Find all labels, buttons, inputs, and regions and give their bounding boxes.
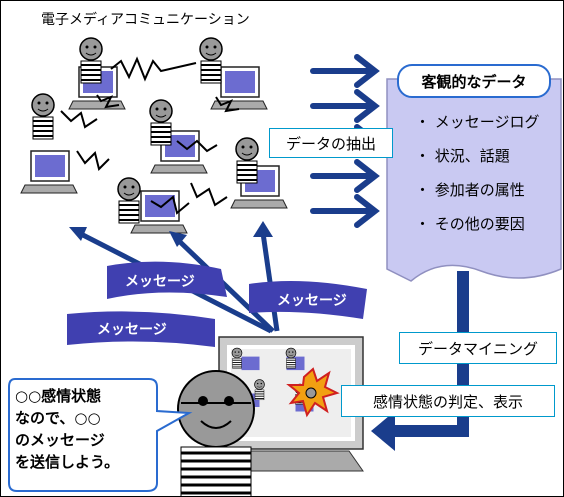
person-icon	[149, 99, 173, 146]
bubble-line: を送信しよう。	[15, 453, 120, 471]
emotion-judgment-label: 感情状態の判定、表示	[341, 385, 555, 417]
document-shape	[386, 78, 562, 282]
mining-arrow	[391, 271, 469, 437]
connection-lines	[60, 56, 240, 215]
objective-data-title: 客観的なデータ	[397, 64, 551, 98]
person-icon	[117, 177, 141, 224]
message-label: メッセージ	[277, 293, 347, 309]
bubble-line: のメッセージ	[15, 431, 105, 449]
message-flag-shape	[249, 280, 367, 319]
list-item: ・ メッセージログ	[415, 113, 540, 131]
message-label: メッセージ	[125, 274, 195, 290]
speech-bubble	[8, 378, 193, 492]
bubble-line: なので、○○	[15, 409, 101, 427]
person-icon	[79, 37, 103, 84]
speech-bubble-text: ○○感情状態 なので、○○ のメッセージ を送信しよう。	[15, 385, 119, 473]
objective-data-list: ・ メッセージログ ・ 状況、話題 ・ 参加者の属性 ・ その他の要因	[415, 105, 539, 241]
message-label: メッセージ	[97, 322, 167, 338]
list-item: ・ 参加者の属性	[415, 181, 525, 199]
person-icon	[199, 37, 223, 84]
diagram-title: 電子メディアコミュニケーション	[41, 12, 250, 28]
list-item: ・ その他の要因	[415, 215, 525, 233]
person-icon	[31, 93, 55, 140]
bubble-line: ○○感情状態	[15, 387, 102, 405]
user-person-icon	[177, 370, 255, 496]
computer-icon	[20, 150, 78, 194]
person-icon	[235, 137, 259, 184]
list-item: ・ 状況、話題	[415, 147, 510, 165]
message-flag-shape	[67, 311, 215, 347]
extraction-label: データの抽出	[269, 128, 393, 158]
message-flag-shape	[107, 261, 227, 299]
data-mining-label: データマイニング	[399, 332, 557, 364]
